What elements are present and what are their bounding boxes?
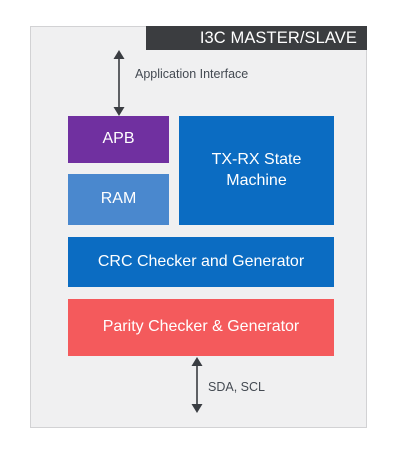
- ram-block: RAM: [68, 174, 169, 225]
- application-interface-label: Application Interface: [135, 67, 249, 81]
- application-interface-arrow-icon: [113, 50, 125, 116]
- sda-scl-label: SDA, SCL: [208, 380, 265, 394]
- apb-block: APB: [68, 116, 169, 163]
- crc-checker-block: CRC Checker and Generator: [68, 237, 334, 287]
- txrx-state-machine-block: TX-RX State Machine: [179, 116, 334, 225]
- sda-scl-arrow-icon: [191, 357, 203, 413]
- parity-checker-block: Parity Checker & Generator: [68, 299, 334, 356]
- diagram-title: I3C MASTER/SLAVE: [199, 28, 357, 47]
- title-banner: I3C MASTER/SLAVE: [146, 26, 367, 50]
